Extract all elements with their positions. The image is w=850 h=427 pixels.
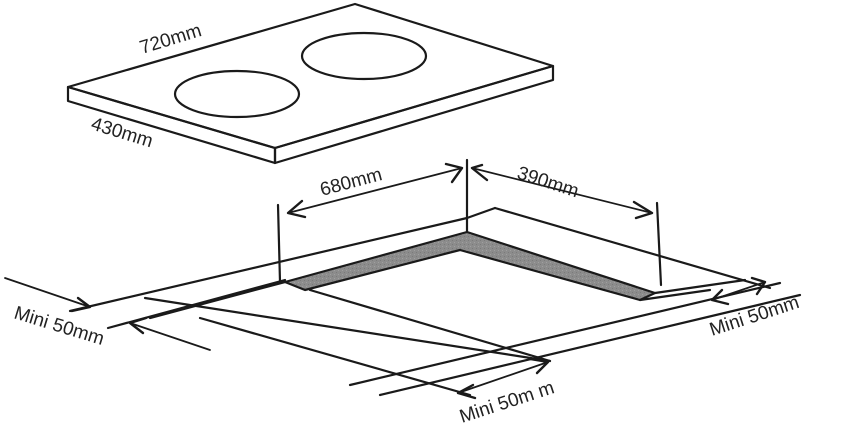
hob-right-edge <box>273 64 555 165</box>
cutout-depth-label: 390mm <box>514 163 581 203</box>
left-clearance-label: Mini 50mm <box>12 303 107 350</box>
hob-top-surface <box>66 2 555 150</box>
countertop-cutout <box>68 158 802 397</box>
right-clearance-label: Mini 50mm <box>707 292 802 341</box>
hob-width-label: 720mm <box>137 20 204 59</box>
cooking-zone-right <box>300 31 428 81</box>
cutout-right-witness <box>655 201 663 287</box>
cutout-width-dimension <box>286 162 464 219</box>
front-clearance-dimension <box>456 357 550 400</box>
cutout-left-witness <box>276 203 282 284</box>
cooking-zone-left <box>173 69 301 119</box>
left-clearance-dimension <box>4 277 211 351</box>
cutout-width-label: 680mm <box>318 164 385 201</box>
right-clearance-dimension <box>710 276 767 306</box>
hob-appliance <box>66 2 555 165</box>
hob-depth-label: 430mm <box>89 114 156 153</box>
cutout-depth-dimension <box>470 163 654 220</box>
cutout-shaded-edge <box>283 230 657 302</box>
